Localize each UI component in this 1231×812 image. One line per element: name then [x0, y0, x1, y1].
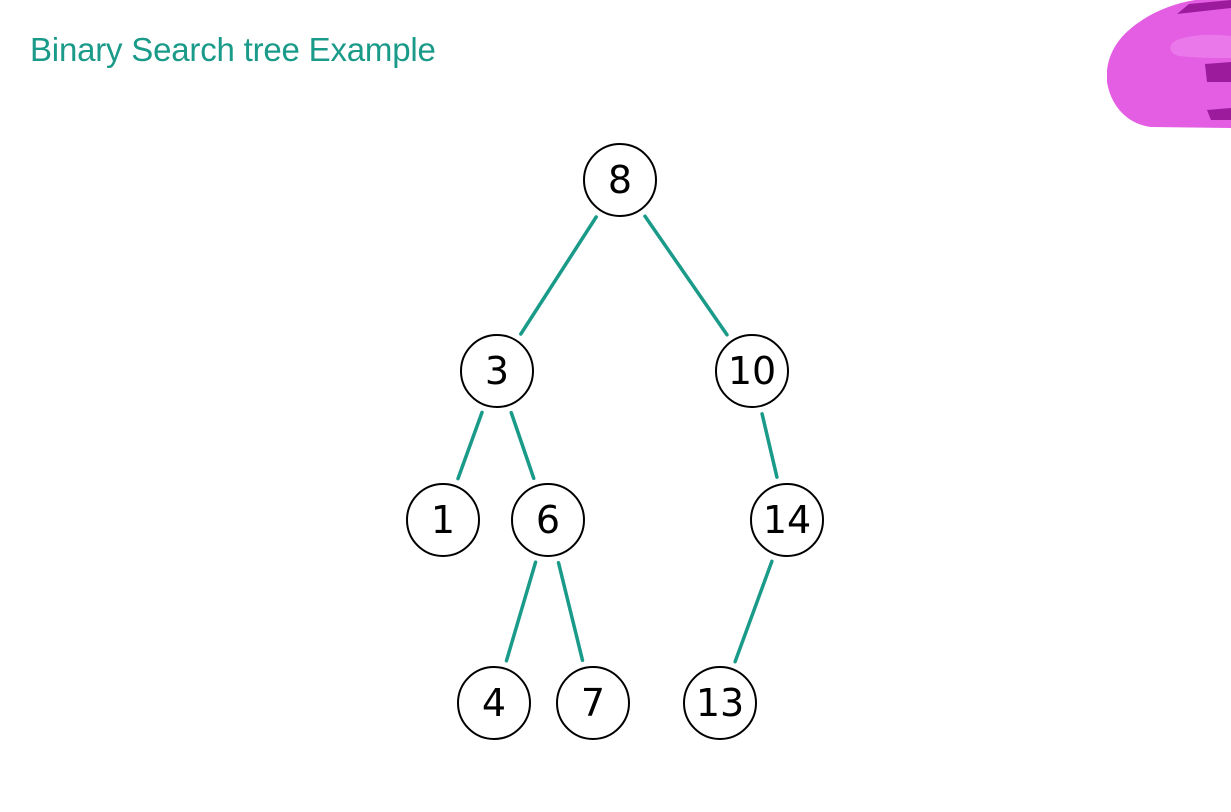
node-label: 6 — [536, 498, 560, 542]
tree-nodes: 8 3 10 1 6 14 4 7 13 — [406, 143, 824, 740]
node-circle — [683, 666, 757, 740]
edge-n10-n14 — [760, 412, 779, 479]
tree-node-3: 3 — [460, 334, 534, 408]
page-title: Binary Search tree Example — [30, 31, 436, 68]
node-label: 13 — [696, 681, 744, 725]
tree-edges — [456, 214, 779, 664]
node-label: 8 — [608, 158, 632, 202]
tree-node-1: 1 — [406, 483, 480, 557]
tree-node-6: 6 — [511, 483, 585, 557]
node-label: 7 — [581, 681, 605, 725]
logo-finger-shape — [1170, 34, 1231, 58]
node-circle — [750, 483, 824, 557]
edge-n6-n7 — [556, 560, 585, 663]
node-label: 4 — [482, 681, 506, 725]
tree-node-10: 10 — [715, 334, 789, 408]
logo-palm-shape — [1107, 0, 1231, 128]
edge-n8-n10 — [643, 214, 729, 337]
node-circle — [511, 483, 585, 557]
node-label: 14 — [763, 498, 811, 542]
edge-n14-n13 — [733, 559, 774, 664]
tree-node-8: 8 — [583, 143, 657, 217]
tree-node-7: 7 — [556, 666, 630, 740]
node-circle — [460, 334, 534, 408]
edge-n6-n4 — [504, 560, 538, 663]
node-label: 10 — [728, 349, 776, 393]
node-label: 3 — [485, 349, 509, 393]
node-circle — [715, 334, 789, 408]
hand-logo-icon — [1107, 0, 1231, 128]
node-circle — [556, 666, 630, 740]
node-label: 1 — [431, 498, 455, 542]
tree-node-4: 4 — [457, 666, 531, 740]
node-circle — [406, 483, 480, 557]
tree-node-14: 14 — [750, 483, 824, 557]
node-circle — [583, 143, 657, 217]
tree-node-13: 13 — [683, 666, 757, 740]
edge-n3-n1 — [456, 410, 484, 481]
logo-stripe-2 — [1205, 62, 1231, 82]
node-circle — [457, 666, 531, 740]
logo-stripe-3 — [1207, 108, 1231, 120]
logo-stripe-1 — [1177, 0, 1231, 14]
edge-n8-n3 — [519, 215, 598, 336]
edge-n3-n6 — [509, 410, 536, 481]
